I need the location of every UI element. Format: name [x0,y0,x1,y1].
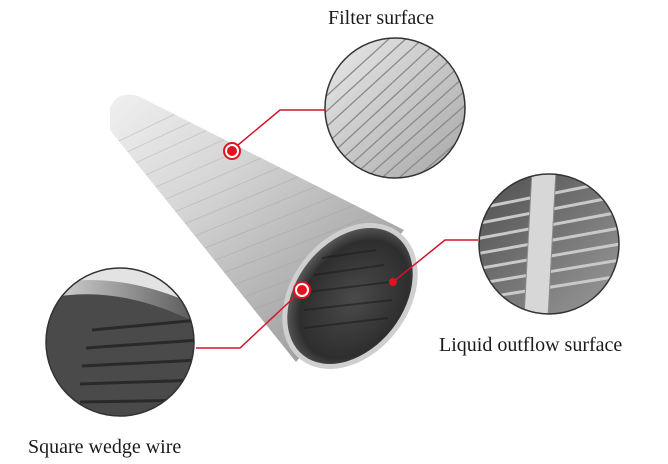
callout-line-outflow [392,239,478,283]
label-square-wedge-wire: Square wedge wire [28,436,182,458]
callout-line-wedge [196,289,303,349]
label-liquid-outflow-surface: Liquid outflow surface [439,334,623,356]
marker-liquid-outflow [389,278,397,286]
label-filter-surface: Filter surface [328,7,435,29]
square-wedge-wire-zoom [45,267,195,417]
liquid-outflow-zoom [478,173,620,315]
callout-lines [196,109,478,349]
marker-filter-surface [223,142,241,160]
callout-markers [223,142,397,299]
marker-square-wedge-wire [293,281,311,299]
callout-line-filter [231,109,326,151]
filter-surface-zoom [324,37,466,179]
